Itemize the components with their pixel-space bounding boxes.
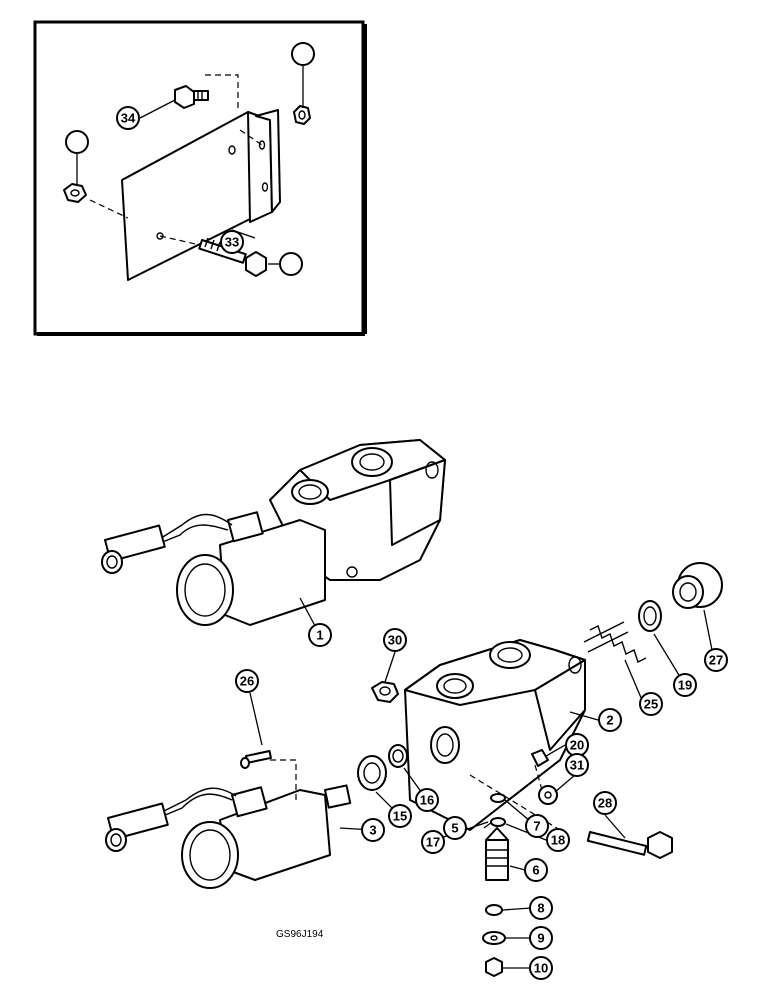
callout-17: 17 [421,830,445,854]
svg-text:34: 34 [121,111,136,126]
screw-24 [240,750,272,769]
svg-text:19: 19 [678,678,692,693]
callout-5: 5 [443,816,467,840]
svg-text:8: 8 [537,901,544,916]
svg-text:20: 20 [570,738,584,753]
svg-text:2: 2 [606,713,613,728]
callout-30: 33 [220,230,244,254]
spring-23 [583,621,647,663]
bolt-31 [174,85,209,109]
svg-text:10: 10 [534,961,548,976]
plug-25 [672,562,723,609]
bolt-33 [198,237,267,277]
callout-31: 34 [116,106,140,130]
svg-text:25: 25 [644,697,658,712]
figure-reference-code: GS96J194 [276,929,324,940]
callout-8: 8 [529,896,553,920]
callout-15: 15 [388,804,412,828]
callout-24: 26 [235,669,259,693]
solenoid-3 [105,759,352,889]
bolt-26 [586,830,673,859]
callout-25: 27 [704,648,728,672]
callout-27: 30 [383,628,407,652]
callout-16: 16 [415,788,439,812]
callout-6: 6 [524,858,548,882]
svg-text:30: 30 [388,633,402,648]
washer-28 [538,785,558,805]
svg-text:17: 17 [426,835,440,850]
svg-text:31: 31 [570,758,584,773]
valve-assembly-1 [101,439,446,626]
callout-33 [279,252,303,276]
svg-text:28: 28 [598,796,612,811]
svg-text:7: 7 [533,819,540,834]
callout-3: 3 [361,818,385,842]
seal-16 [388,744,408,768]
valve-stack [482,793,509,977]
svg-text:6: 6 [532,863,539,878]
svg-text:15: 15 [393,809,407,824]
callout-34 [65,130,89,154]
callout-7: 7 [525,814,549,838]
callout-23: 25 [639,692,663,716]
callout-26: 28 [593,791,617,815]
callout-32 [291,42,315,66]
nut-34 [63,183,87,203]
nut-32 [293,105,311,125]
seal-15 [357,755,387,791]
svg-text:16: 16 [420,793,434,808]
callout-2: 2 [598,708,622,732]
callout-9: 9 [529,926,553,950]
callout-1: 1 [308,623,332,647]
mounting-bracket [89,74,281,281]
svg-text:18: 18 [551,833,565,848]
callout-20: 20 [565,733,589,757]
nut-27 [371,681,399,703]
plug-20 [531,749,549,767]
svg-text:1: 1 [316,628,323,643]
svg-text:26: 26 [240,674,254,689]
callout-10: 10 [529,956,553,980]
valve-body-2 [404,639,586,831]
svg-text:5: 5 [451,821,458,836]
washer-19 [638,600,662,632]
callout-19: 19 [673,673,697,697]
svg-text:9: 9 [537,931,544,946]
svg-text:33: 33 [225,235,239,250]
callout-18: 18 [546,828,570,852]
svg-text:27: 27 [709,653,723,668]
callout-28: 31 [565,753,589,777]
svg-text:3: 3 [369,823,376,838]
